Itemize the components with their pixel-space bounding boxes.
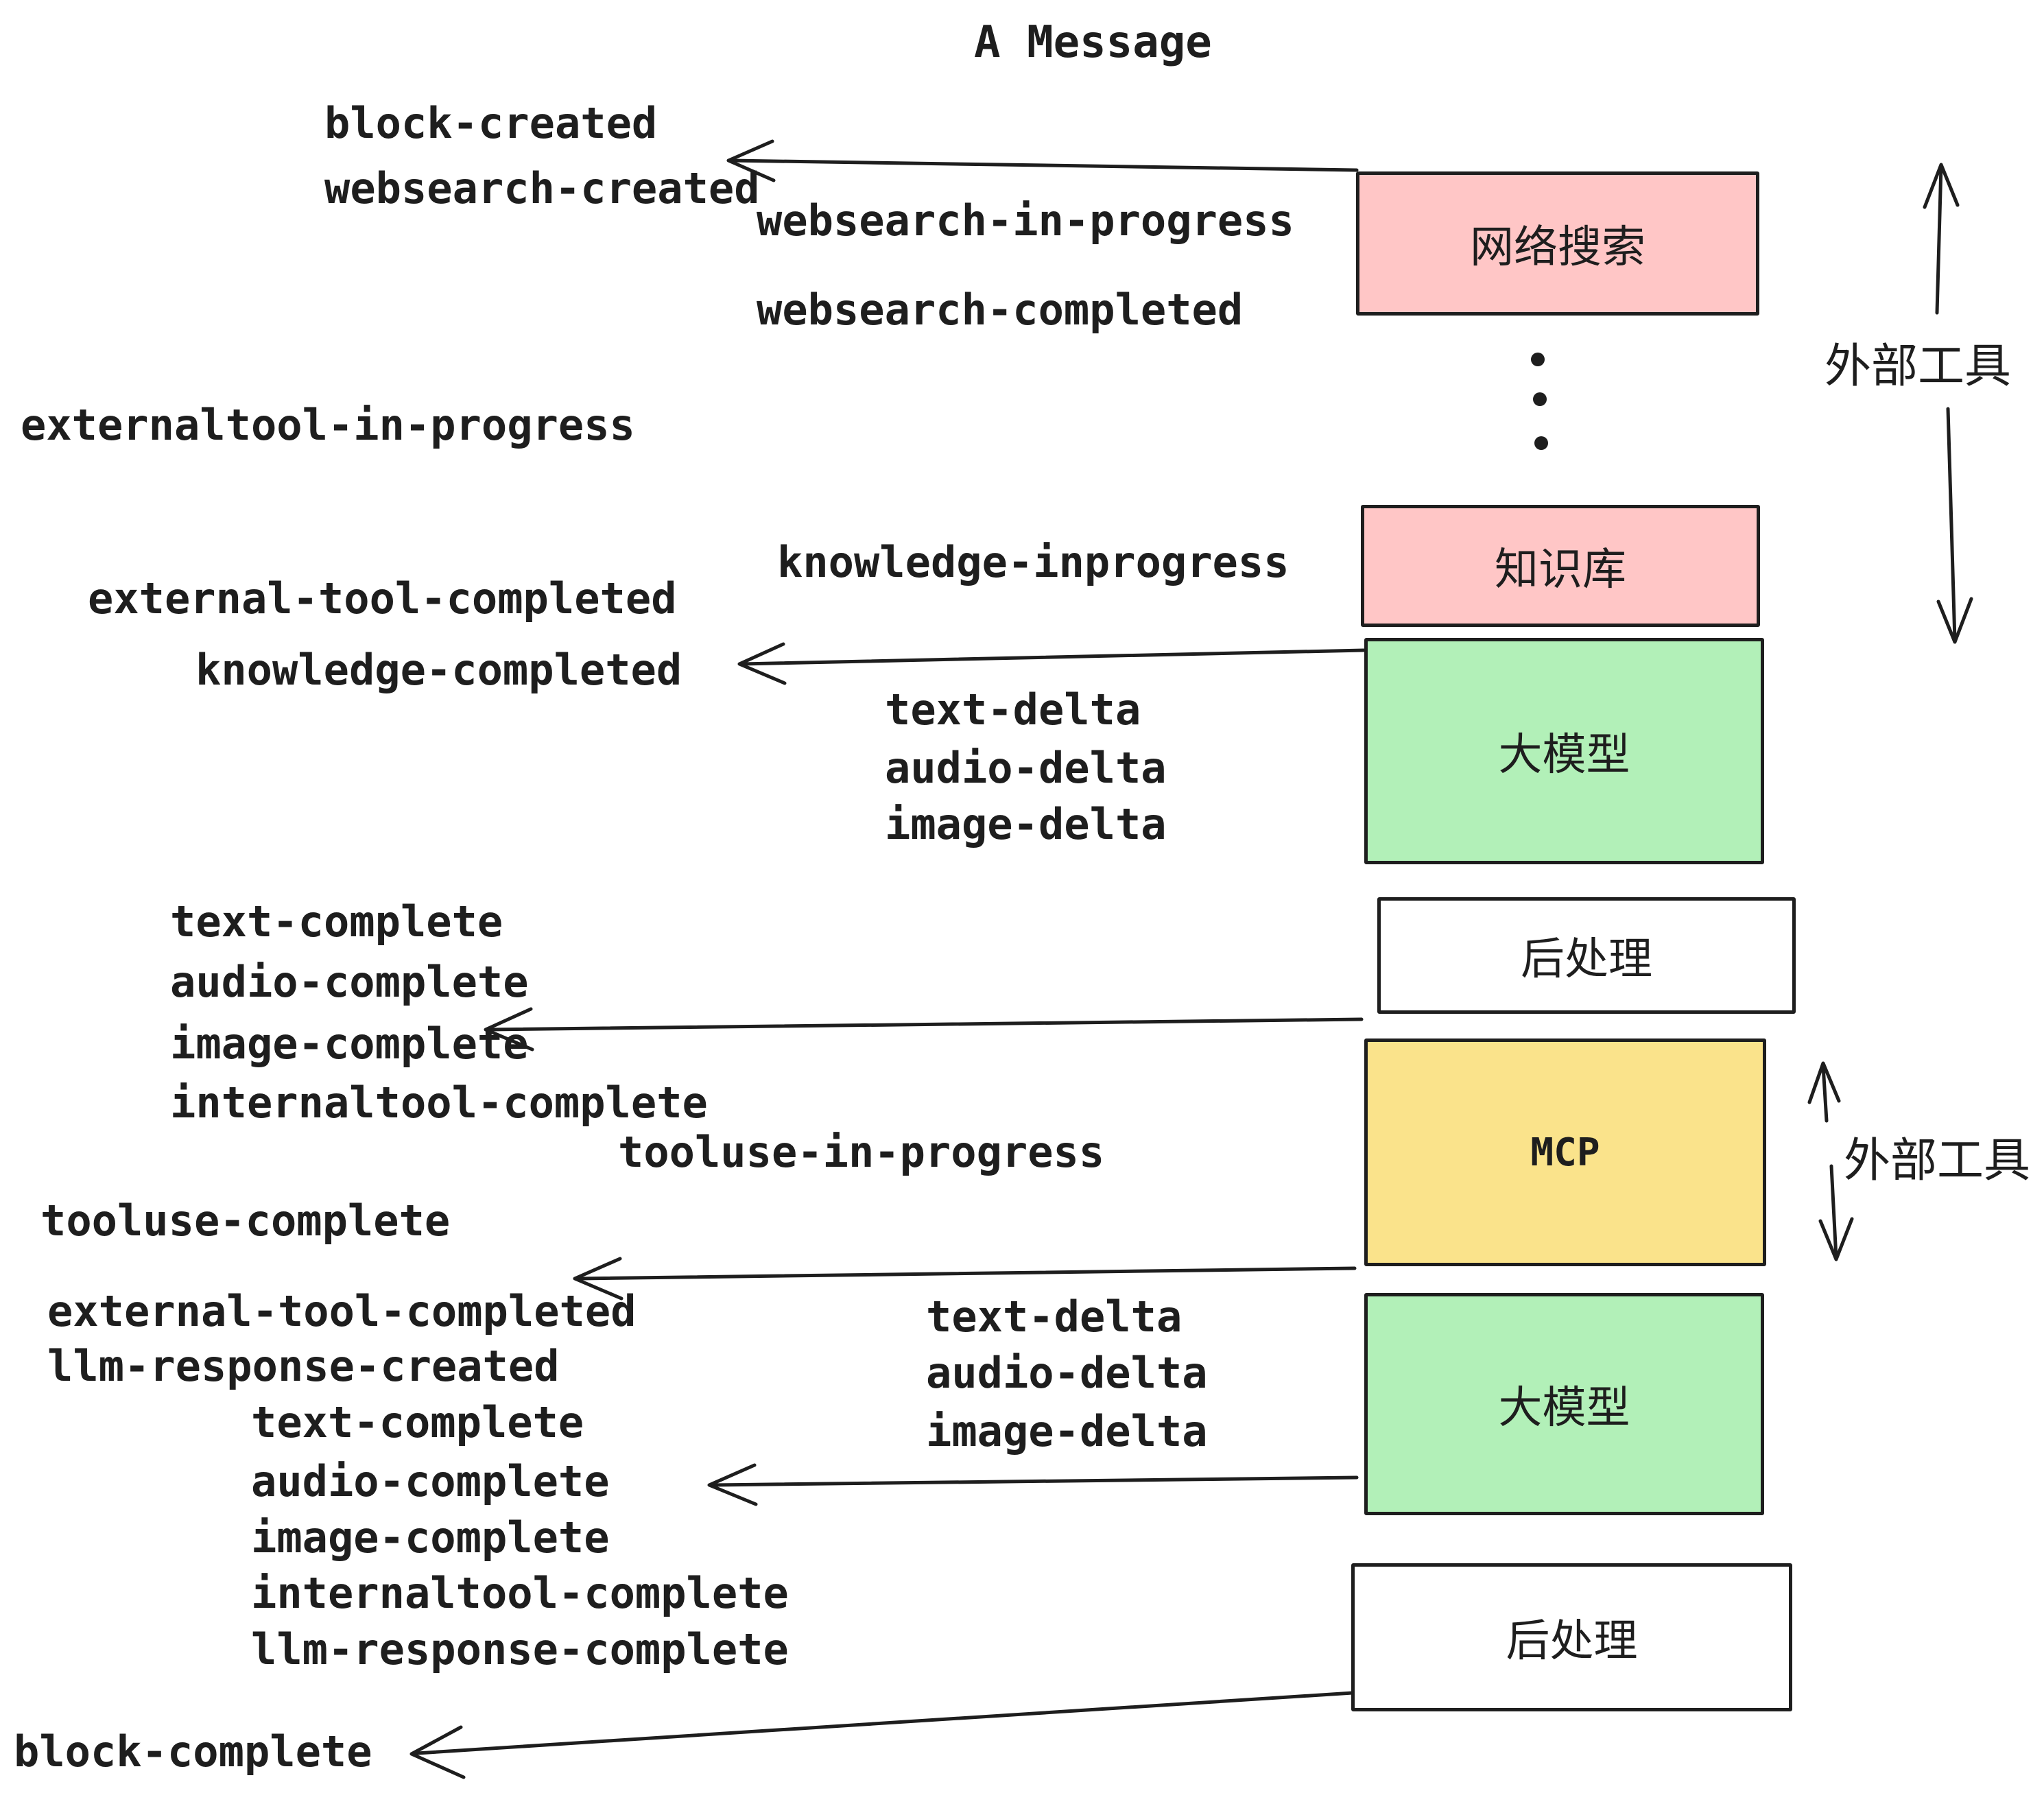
box-llm-2-label: 大模型 xyxy=(1498,1383,1630,1434)
event-label-websearch-completed: websearch-completed xyxy=(757,285,1244,335)
event-label-internaltool-complete-1: internaltool-complete xyxy=(170,1078,708,1128)
arrow-mcp-to-tooluse-complete-icon xyxy=(573,1257,1357,1301)
event-label-llm-response-created: llm-response-created xyxy=(47,1341,560,1391)
vertical-ellipsis-icon xyxy=(1531,353,1548,450)
event-label-externaltool-in-progress: externaltool-in-progress xyxy=(21,400,635,450)
event-label-tooluse-complete: tooluse-complete xyxy=(40,1196,451,1246)
box-postprocess-2-label: 后处理 xyxy=(1506,1616,1638,1667)
box-mcp-label: MCP xyxy=(1530,1130,1600,1175)
box-knowledge-label: 知识库 xyxy=(1495,545,1626,595)
arrow-postprocess2-to-block-complete-icon xyxy=(409,1691,1355,1779)
box-postprocess-2: 后处理 xyxy=(1351,1563,1792,1711)
event-label-llm-response-complete: llm-response-complete xyxy=(251,1624,789,1674)
box-mcp: MCP xyxy=(1364,1039,1766,1266)
event-label-image-delta-2: image-delta xyxy=(926,1406,1208,1456)
event-label-text-complete-1: text-complete xyxy=(170,897,503,947)
event-label-audio-delta-2: audio-delta xyxy=(926,1348,1208,1398)
external-tools-span2-icon xyxy=(1807,1061,1854,1261)
arrow-websearch-to-created-icon xyxy=(726,139,1359,182)
event-label-websearch-in-progress: websearch-in-progress xyxy=(757,195,1294,246)
external-tools-label-1: 外部工具 xyxy=(1825,340,2012,394)
page-title: A Message xyxy=(974,17,1212,68)
event-label-audio-delta-1: audio-delta xyxy=(885,743,1167,793)
box-llm-1-label: 大模型 xyxy=(1498,730,1630,781)
event-label-block-created: block-created xyxy=(324,98,658,148)
event-label-audio-complete-2: audio-complete xyxy=(251,1456,610,1506)
box-postprocess-1-label: 后处理 xyxy=(1521,934,1652,985)
box-knowledge: 知识库 xyxy=(1361,505,1760,627)
event-label-external-tool-completed-2: external-tool-completed xyxy=(47,1286,637,1336)
box-llm-2: 大模型 xyxy=(1364,1293,1764,1515)
event-label-tooluse-in-progress: tooluse-in-progress xyxy=(618,1127,1105,1177)
event-label-audio-complete-1: audio-complete xyxy=(170,957,529,1007)
box-websearch-label: 网络搜索 xyxy=(1470,222,1645,273)
event-label-text-delta-1: text-delta xyxy=(885,685,1141,735)
event-label-text-complete-2: text-complete xyxy=(251,1397,584,1447)
external-tools-span1-icon xyxy=(1923,163,1973,644)
event-label-websearch-created: websearch-created xyxy=(324,163,760,213)
arrow-knowledge-to-completed-icon xyxy=(737,642,1366,685)
arrow-llm2-to-complete-icon xyxy=(707,1463,1359,1506)
box-postprocess-1: 后处理 xyxy=(1377,897,1796,1014)
arrow-postprocess-to-complete-icon xyxy=(484,1007,1364,1052)
event-label-text-delta-2: text-delta xyxy=(926,1292,1183,1342)
event-label-image-delta-1: image-delta xyxy=(885,799,1167,849)
event-label-internaltool-complete-2: internaltool-complete xyxy=(251,1568,789,1618)
box-websearch: 网络搜索 xyxy=(1356,171,1759,316)
event-label-block-complete: block-complete xyxy=(14,1726,372,1777)
external-tools-label-2: 外部工具 xyxy=(1844,1134,2031,1188)
event-label-image-complete-1: image-complete xyxy=(170,1019,529,1069)
box-llm-1: 大模型 xyxy=(1364,638,1764,864)
event-label-knowledge-completed: knowledge-completed xyxy=(195,645,682,695)
event-label-knowledge-inprogress: knowledge-inprogress xyxy=(777,537,1290,587)
event-label-external-tool-completed: external-tool-completed xyxy=(88,573,677,624)
event-label-image-complete-2: image-complete xyxy=(251,1512,610,1563)
